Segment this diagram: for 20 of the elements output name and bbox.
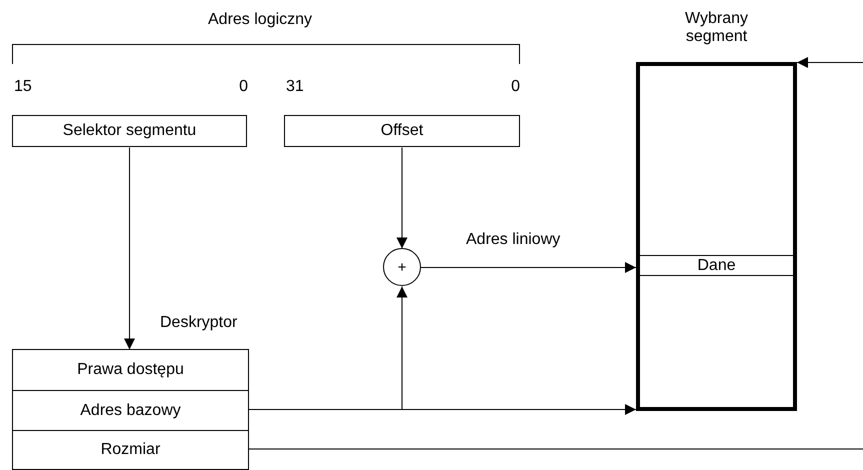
table-row: Adres bazowy: [13, 390, 248, 430]
register-box: Selektor segmentu: [12, 115, 247, 147]
arrow: [796, 57, 863, 68]
heading: Wybrany segment: [684, 10, 749, 46]
data-row: Dane: [640, 255, 793, 276]
arrow: [420, 262, 636, 273]
table-row: Prawa dostępu: [13, 350, 248, 390]
bit-number: 15: [14, 78, 32, 96]
bit-number: 0: [239, 78, 248, 96]
bit-number: 31: [286, 78, 304, 96]
arrow: [124, 147, 135, 350]
heading: Deskryptor: [160, 314, 238, 332]
bracket-label: Adres logiczny: [208, 11, 312, 29]
edge-label: Adres liniowy: [466, 231, 560, 249]
register-box: Offset: [284, 115, 520, 147]
adder-circle: +: [383, 248, 421, 286]
arrow: [396, 147, 408, 249]
bit-number: 0: [511, 78, 520, 96]
connector-line: [248, 448, 863, 450]
table-row: Rozmiar: [13, 430, 248, 469]
